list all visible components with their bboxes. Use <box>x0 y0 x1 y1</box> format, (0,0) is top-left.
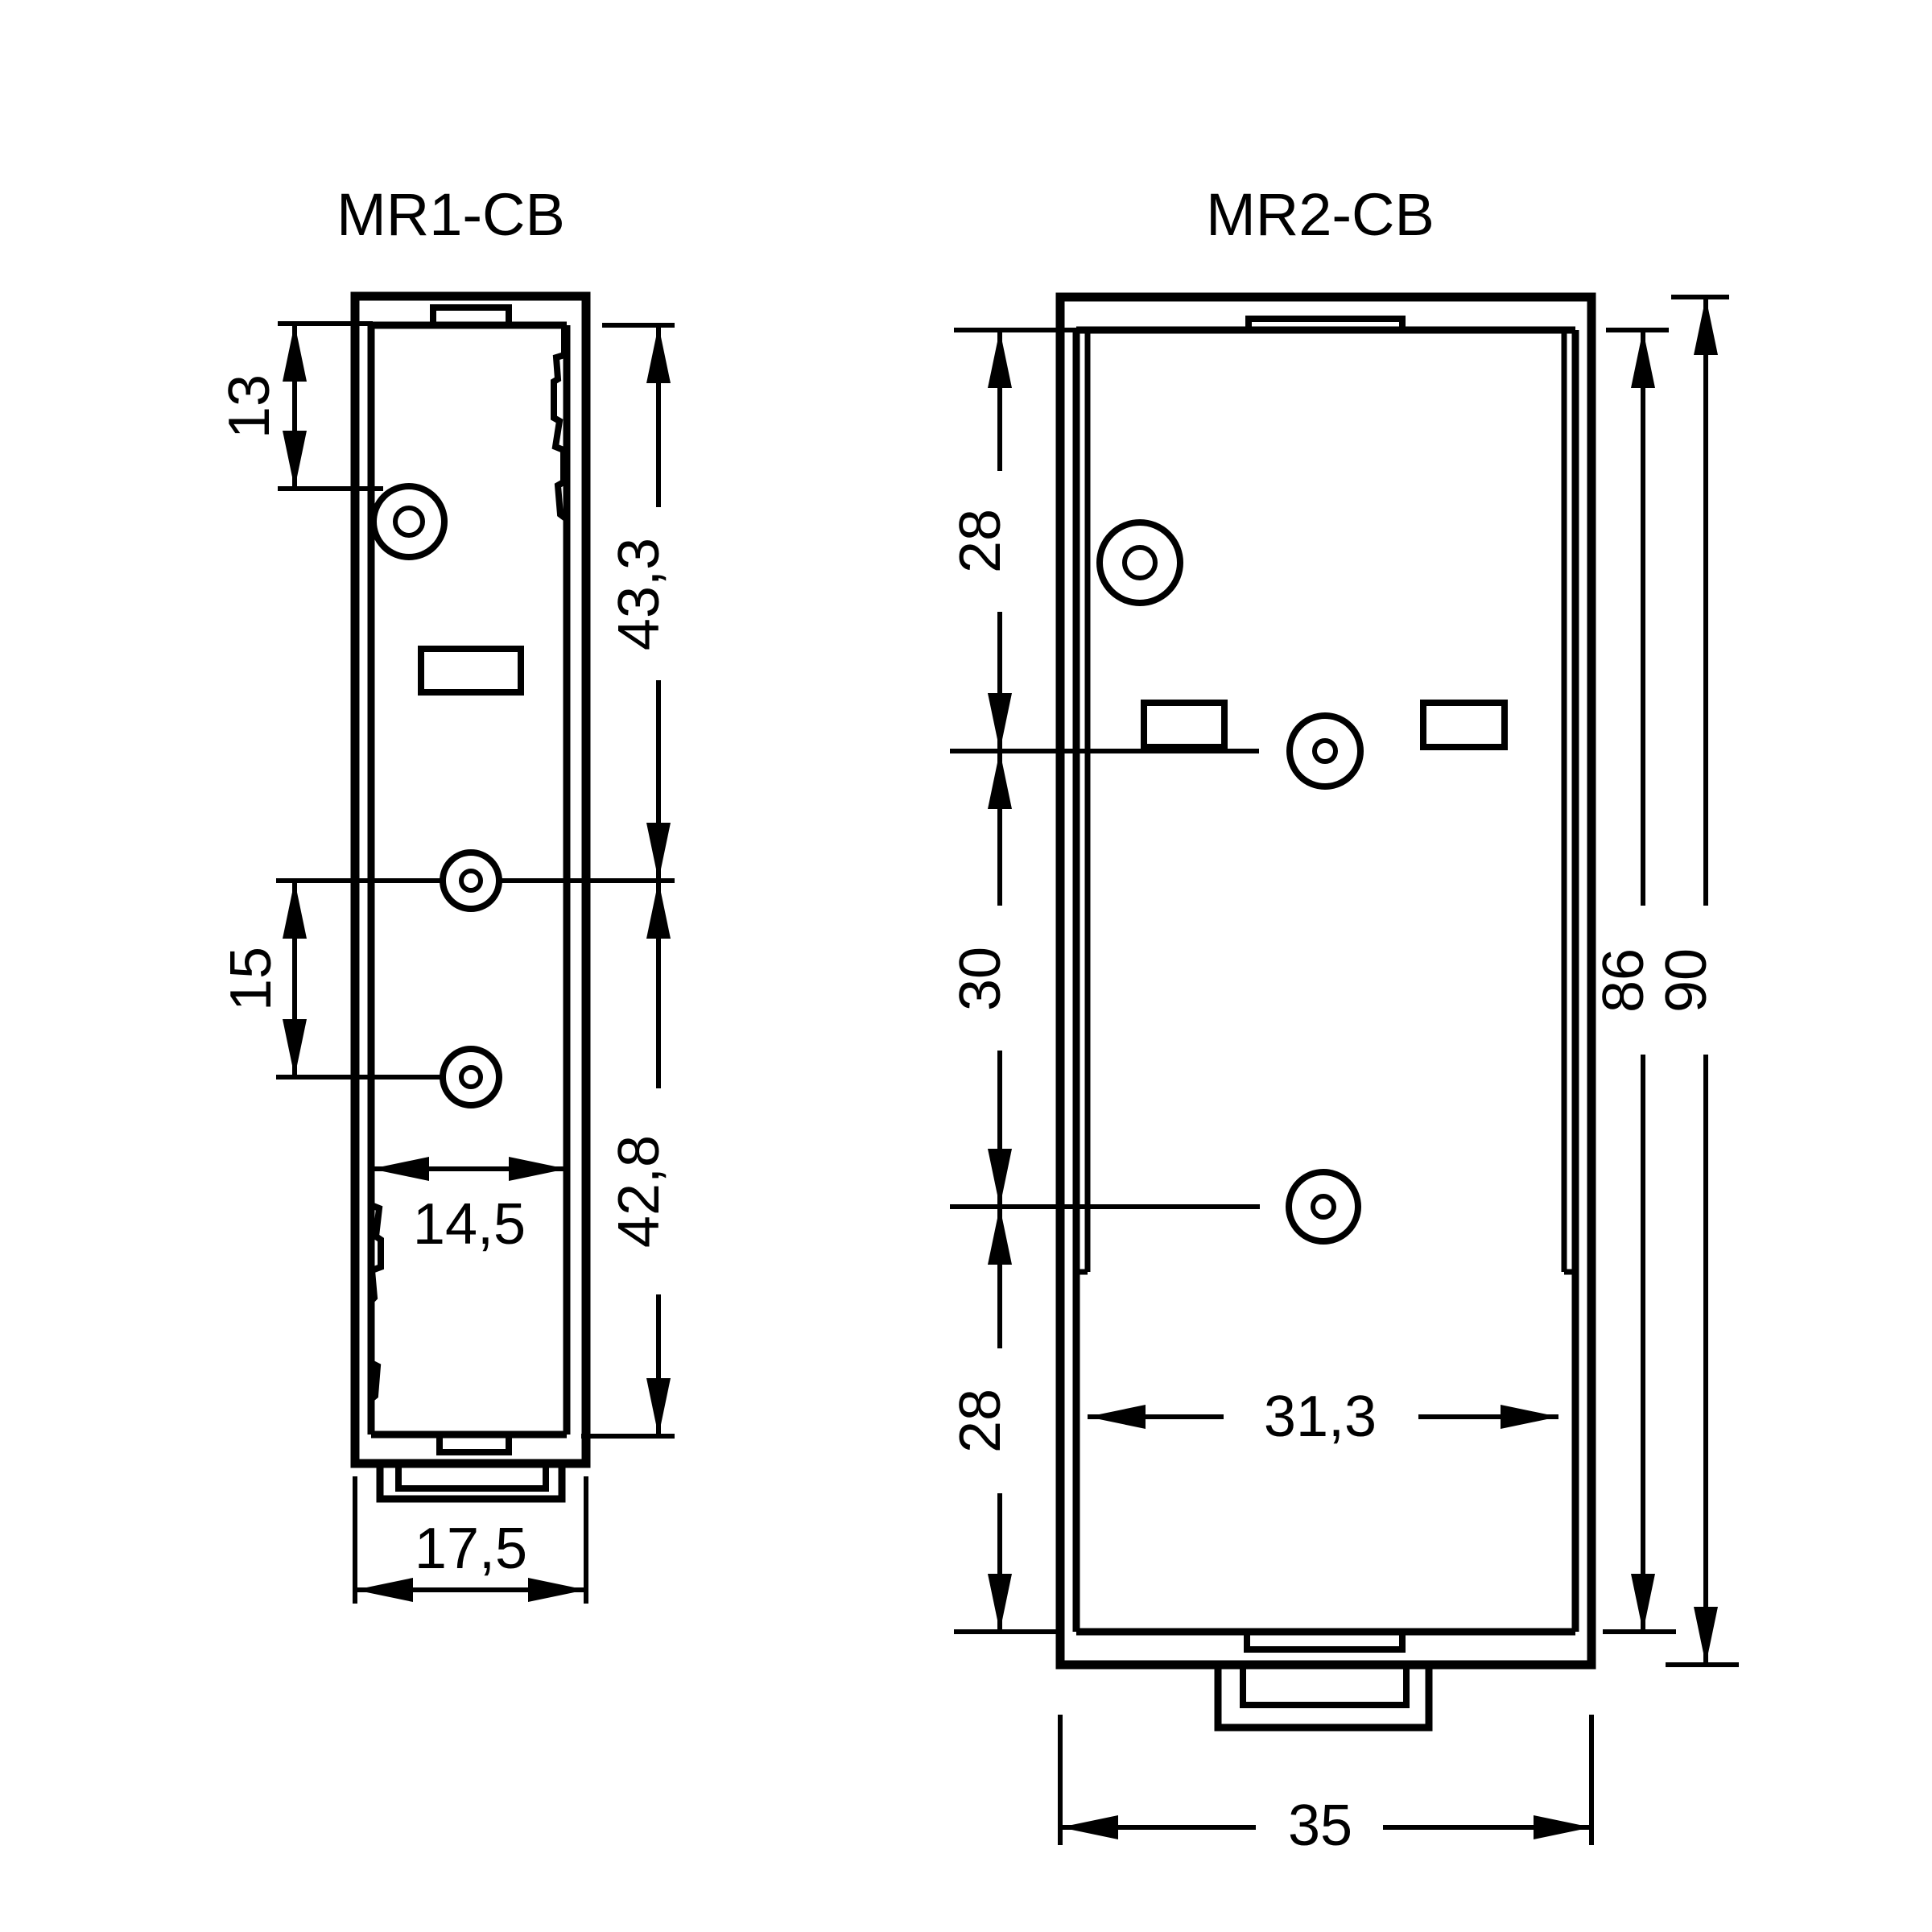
mr2-dim-label-30: 30 <box>948 947 1013 1011</box>
mr1-left-wall-notches <box>368 1202 384 1402</box>
mr2-inner-walls <box>1072 326 1579 1636</box>
mr1-dim-label-13: 13 <box>217 374 282 439</box>
mr1-din-foot-outer <box>376 1463 566 1503</box>
mr1-inner-walls <box>367 321 571 1439</box>
mr2-slot-cutout-left <box>1141 700 1228 750</box>
mr1-hole-top-inner <box>393 506 425 538</box>
mr1-hole-middle-inner <box>459 869 483 893</box>
mr2-body-outline <box>1055 292 1596 1670</box>
mr1-top-tab <box>430 304 512 325</box>
mr1-extension-lines <box>276 321 675 1604</box>
mr2-dim-label-86: 86 <box>1591 948 1656 1013</box>
mr1-dim-arrowheads <box>283 324 671 1602</box>
mr1-din-foot-inner <box>395 1463 549 1492</box>
mr1-right-wall-notches <box>551 325 569 522</box>
mr2-bottom-tab <box>1244 1632 1406 1653</box>
mr2-din-foot-inner <box>1240 1665 1410 1708</box>
mr2-dim-arrowheads <box>988 297 1718 1839</box>
mr2-extension-lines <box>950 295 1739 1845</box>
mr1-dim-label-14-5: 14,5 <box>413 1192 526 1257</box>
mr1-slot-cutout <box>418 646 524 696</box>
figure-mr2: MR2-CB <box>948 181 1739 1858</box>
mr1-dim-label-42-8: 42,8 <box>607 1135 671 1248</box>
mr2-hole-bottom-inner <box>1311 1194 1336 1220</box>
figure-mr1: MR1-CB <box>217 181 675 1604</box>
mr2-dim-label-31-3: 31,3 <box>1264 1385 1377 1449</box>
mr2-hole-middle-inner <box>1312 738 1338 764</box>
mr1-hole-bottom-inner <box>459 1065 483 1089</box>
mr2-din-foot-outer <box>1214 1665 1433 1732</box>
mr2-card-guides <box>1076 330 1575 1275</box>
mr2-dim-label-35: 35 <box>1288 1794 1352 1858</box>
mr1-dim-label-43-3: 43,3 <box>607 538 671 650</box>
mr2-dim-label-28-bottom: 28 <box>948 1389 1013 1453</box>
mr2-hole-top-inner <box>1122 545 1158 580</box>
mr2-slot-cutout-right <box>1420 700 1508 750</box>
mr2-top-tab <box>1245 316 1406 330</box>
mr1-bottom-tab <box>436 1435 512 1455</box>
mr1-dim-label-15: 15 <box>219 947 283 1011</box>
mr2-title: MR2-CB <box>1206 181 1435 248</box>
mr1-title: MR1-CB <box>336 181 565 248</box>
mr2-dim-label-28-top: 28 <box>948 509 1013 573</box>
mr1-dim-label-17-5: 17,5 <box>415 1517 527 1581</box>
mr2-dim-label-90: 90 <box>1654 948 1719 1013</box>
mr1-body-outline <box>350 291 591 1468</box>
